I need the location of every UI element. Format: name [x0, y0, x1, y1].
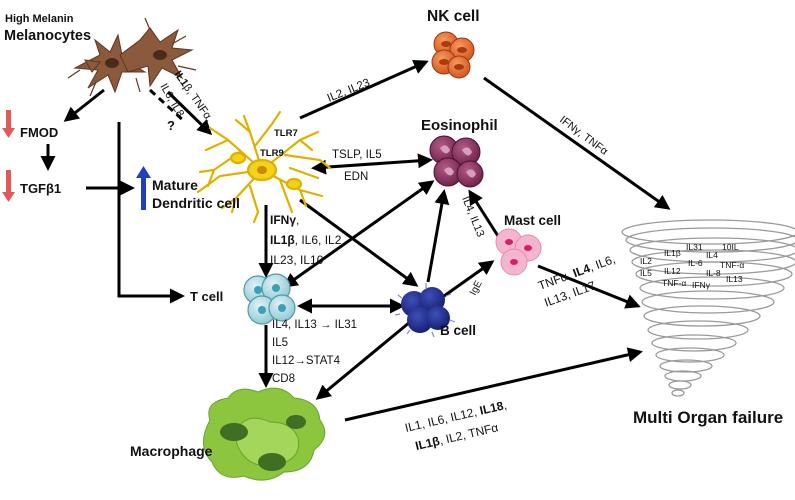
edge-dc-nk	[299, 60, 429, 120]
edge-label-mac-il1b: IL1β	[414, 434, 441, 453]
edge-macrophage-mof	[344, 347, 643, 422]
edge-label-dc-eosinophil-1: TSLP, IL5	[332, 149, 382, 161]
edge-label-mast-mof-group: TNFα, IL4, IL6, IL13, IL17	[536, 252, 617, 310]
edge-label-mast-eosinophil: IL4, IL13	[459, 195, 486, 239]
edge-melanocyte-dc	[166, 90, 213, 136]
dendritic-cell-icon	[196, 110, 332, 224]
eosinophil-icon	[429, 135, 484, 188]
edge-label-beta-tnfa: β, TNFα,	[181, 82, 216, 124]
edge-label-mast-eosinophil-group: IL4, IL13	[459, 195, 486, 239]
question-mark: ?	[167, 118, 175, 133]
edge-eosinophil-tcell	[282, 180, 435, 288]
edge-melanocyte-dc-dashed	[148, 88, 187, 124]
down-arrow-tgfb1-icon	[2, 170, 15, 202]
label-eosinophil: Eosinophil	[421, 117, 498, 134]
label-tgfb1: TGFβ1	[20, 181, 61, 196]
edge-label-bcell-mast-group: IgE	[468, 279, 485, 298]
edge-bcell-macrophage	[315, 320, 411, 400]
tornado-label: IL31	[686, 242, 703, 252]
melanocyte-cells-icon	[67, 17, 197, 97]
edge-label-tcell-1: IL4, IL13 → IL31	[272, 319, 357, 331]
tornado-label: 10IL	[722, 242, 739, 252]
macrophage-icon	[203, 387, 326, 481]
edge-label-tcell-4: CD8	[272, 373, 295, 385]
edge-label-ifng: IFNγ	[270, 213, 296, 227]
edge-nk-mof	[483, 76, 671, 210]
label-mature: Mature	[152, 177, 198, 193]
b-cell-icon	[394, 283, 456, 338]
edge-label-dc-tcell-3: IL23, IL10	[270, 253, 324, 267]
edge-melanocyte-fmod	[63, 88, 105, 122]
label-t-cell: T cell	[190, 289, 223, 304]
tornado-label: IL-8	[706, 268, 721, 278]
tornado-label: IL2	[640, 256, 652, 266]
tornado-label: IL5	[640, 268, 652, 278]
t-cell-icon	[243, 273, 296, 325]
tornado-label: IL12	[664, 266, 681, 276]
label-high-melanin: High Melanin	[5, 13, 74, 25]
label-multi-organ-failure: Multi Organ failure	[633, 408, 783, 427]
edge-label-il18-comma: ,	[502, 398, 508, 412]
up-arrow-mature-dc-icon	[136, 166, 151, 210]
label-tlr9: TLR9	[260, 148, 284, 159]
label-fmod: FMOD	[20, 125, 58, 140]
edge-bcell-eosinophil	[426, 189, 450, 283]
tornado-label: IL13	[726, 274, 743, 284]
tornado-label: TNF-α	[662, 278, 686, 288]
edge-melanocyte-tcell	[117, 122, 185, 304]
label-melanocytes: Melanocytes	[4, 28, 91, 44]
label-dendritic-cell: Dendritic cell	[152, 195, 240, 211]
edge-label-tcell-3: IL12→STAT4	[272, 355, 341, 367]
tornado-labels: IL1β IL31 IL4 10IL IL2 IL-6 TNF-α IL5 IL…	[640, 242, 744, 290]
nk-cell-icon	[431, 31, 475, 79]
label-tlr7: TLR7	[274, 128, 298, 139]
edge-label-macrophage-mof-group: IL1, IL6, IL12, IL18, IL1β, IL2, TNFα	[404, 398, 509, 453]
label-nk-cell: NK cell	[427, 8, 480, 25]
down-arrow-fmod-icon	[2, 110, 15, 138]
edge-label-ige: IgE	[468, 279, 485, 298]
edge-label-tcell-2: IL5	[272, 337, 288, 349]
edge-label-il1b: IL1β	[270, 233, 295, 247]
edge-label-il6: , IL6,	[587, 252, 617, 274]
tornado-label: IL-6	[688, 258, 703, 268]
edge-label-dc-tcell-1: IFNγ,	[270, 213, 299, 227]
edge-mast-eosinophil	[468, 189, 500, 237]
edge-label-il6-il2: , IL6, IL2	[295, 233, 342, 247]
label-mast-cell: Mast cell	[504, 213, 561, 228]
edge-label-dc-eosinophil-2: EDN	[344, 171, 368, 183]
tornado-label: IL1β	[664, 248, 681, 258]
mast-cell-icon	[495, 228, 542, 276]
edge-dc-eosinophil	[311, 153, 433, 175]
edge-label-il18: IL18	[478, 399, 505, 418]
tornado-label: IFNγ	[692, 280, 711, 290]
edge-label-il4: IL4	[571, 261, 592, 280]
label-b-cell: B cell	[440, 323, 476, 338]
multi-organ-failure-tornado-icon	[621, 219, 795, 397]
tornado-label: TNF-α	[720, 260, 744, 270]
edge-label-ifng-comma: ,	[296, 213, 299, 227]
tornado-label: IL4	[706, 250, 718, 260]
edge-label-dc-tcell-2: IL1β, IL6, IL2	[270, 233, 342, 247]
edge-bcell-mast	[443, 260, 495, 298]
edge-mast-mof	[537, 264, 641, 309]
label-macrophage: Macrophage	[130, 443, 213, 459]
